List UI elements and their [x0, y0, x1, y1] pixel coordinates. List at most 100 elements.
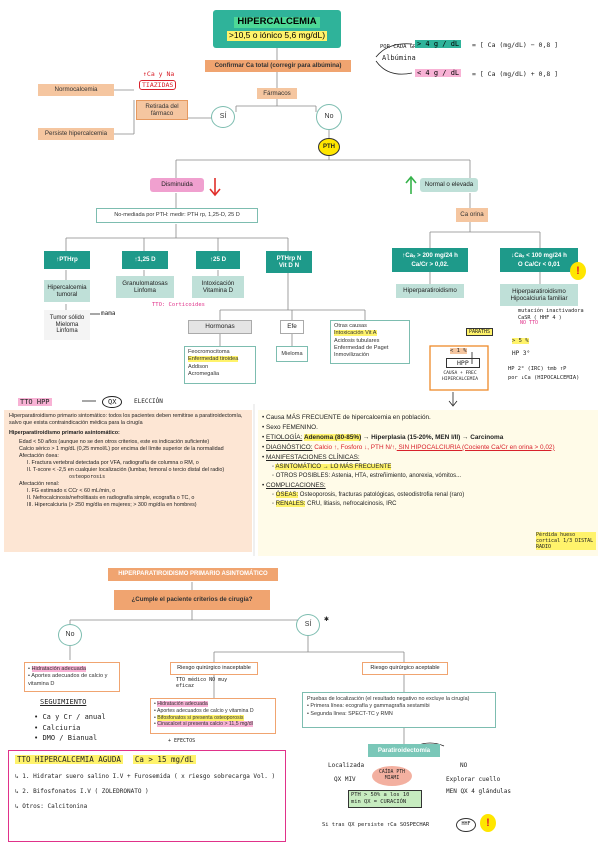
- otras-list: Otras causas Intoxicación Vit A Acidosis…: [330, 320, 410, 364]
- hand-tiazidas: TIAZIDAS: [139, 80, 177, 90]
- aguda-title: TTO HIPERCALCEMIA AGUDA: [15, 755, 123, 764]
- aguda-l3-text: Otros: Calcitonina: [22, 803, 88, 810]
- right-b5b-text: OTROS POSIBLES: Astenia, HTA, estreñimie…: [275, 472, 462, 479]
- hand-pct-5: > 5 %: [512, 338, 529, 344]
- right-b5: • MANIFESTACIONES CLÍNICAS:: [262, 453, 360, 461]
- alert-icon: !: [570, 262, 586, 280]
- ca-low-line2: O Ca/Cr < 0,01: [517, 261, 561, 268]
- pthrp-sub-text: Tumor sólido Mieloma Linfoma: [49, 314, 85, 335]
- aguda-l3: ↳ Otros: Calcitonina: [15, 803, 88, 810]
- hand-hhf-circle: HHF: [456, 818, 476, 832]
- aguda-box: TTO HIPERCALCEMIA AGUDA Ca > 15 mg/dL ↳ …: [8, 750, 286, 842]
- note-i3b-hand: osteoporosis: [69, 474, 106, 481]
- seg-item-text: Calciuria: [42, 723, 81, 732]
- hand-ca-na: ↑Ca y Na: [143, 70, 175, 78]
- right-b5a-text: ASINTOMÁTICO → LO MÁS FRECUENTE: [275, 463, 392, 470]
- title-box: HIPERCALCEMIA >10,5 o iónico 5,6 mg/dL): [213, 10, 341, 48]
- inacept-item-text: Aportes adecuados de calcio y vitamina D: [156, 707, 254, 714]
- inacept-item: • Cinacalcet si presenta calcio > 11,5 m…: [154, 721, 253, 728]
- retirada-box: Retirada del fármaco: [136, 100, 188, 120]
- tto-hpp-qx: QX: [102, 396, 123, 408]
- disminuida-box: Disminuida: [150, 178, 204, 192]
- note-i4: Afectación renal:: [19, 480, 60, 487]
- otras-item: Acidosis tubulares: [334, 337, 380, 344]
- hormona-item-text: Enfermedad tiroidea: [188, 356, 239, 363]
- pruebas-item: • Segunda línea: SPECT-TC y RMN: [307, 710, 393, 717]
- right-b3-adenoma: Adenoma (80-85%): [304, 433, 362, 441]
- ca-low-box: ↓Caₓ < 100 mg/24 h O Ca/Cr < 0,01: [500, 248, 578, 272]
- seg-item: • Calciuria: [34, 723, 81, 732]
- seg-item-text: DMO / Bianual: [42, 734, 98, 742]
- otras-item: Enfermedad de Paget: [334, 344, 389, 351]
- right-b6a-text: Osteoporosis, fracturas patológicas, ost…: [298, 492, 465, 499]
- bottom-no-box: • Hidratación adecuada • Aportes adecuad…: [24, 662, 120, 692]
- bottom-no-item-text: Aportes adecuados de calcio y vitamina D: [28, 673, 108, 687]
- aguda-header: TTO HIPERCALCEMIA AGUDA Ca > 15 mg/dL: [15, 755, 279, 764]
- hand-efectos: + EFECTOS: [168, 738, 196, 744]
- right-b2-text: Sexo FEMENINO.: [266, 423, 318, 431]
- right-b4-label: DIAGNÓSTICO:: [266, 443, 313, 451]
- hand-caida-bubble: CAÍDA PTH MIAMI: [372, 766, 412, 786]
- otras-item-text: Intoxicación Vit A: [334, 330, 377, 337]
- pthrpn-head-text: PTHrp N Vit D N: [276, 254, 302, 269]
- ca-high-line2: Ca/Cr > 0,02.: [411, 261, 449, 268]
- right-notes: • Causa MÁS FRECUENTE de hipercalcemia e…: [258, 410, 598, 556]
- right-b5-text: MANIFESTACIONES CLÍNICAS:: [266, 453, 360, 461]
- hand-pth-curacion: PTH > 50% a los 10 min QX = CURACIÓN: [348, 790, 422, 809]
- pthrp-head: ↑PTHrp: [44, 251, 90, 269]
- pruebas-item: • Primera línea: ecografía y gammagrafía…: [307, 703, 430, 710]
- hormonas-list: Feocromocitoma Enfermedad tiroidea Addis…: [184, 346, 256, 384]
- hand-qx-miv: QX MIV: [334, 776, 356, 783]
- 25d-body: Intoxicación Vitamina D: [192, 276, 244, 298]
- note-i2: Calcio sérico > 1 mg/dL (0,25 mmol/L) po…: [19, 446, 224, 453]
- ca-high-line1: ↑Caₓ > 200 mg/24 h: [402, 251, 458, 259]
- otras-item: Otras causas: [334, 323, 367, 329]
- hormona-item: Addison: [188, 363, 209, 370]
- bottom-no-item: • Hidratación adecuada: [28, 666, 86, 672]
- note-i4a: I. FG estimado ≤ CCr < 60 mL/min, o: [27, 487, 116, 494]
- inacept-item: • Bifosfonatos si presenta osteoporosis: [154, 714, 244, 721]
- hormona-item: Enfermedad tiroidea: [188, 356, 252, 363]
- otras-item: Intoxicación Vit A: [334, 330, 406, 337]
- pruebas-text: Pruebas de localización (el resultado ne…: [307, 696, 470, 702]
- right-b2: • Sexo FEMENINO.: [262, 423, 318, 431]
- bottom-no-item-text: Hidratación adecuada: [31, 666, 86, 672]
- bottom-no-item: • Aportes adecuados de calcio y vitamina…: [28, 673, 108, 687]
- paratiroidectomia-box: Paratiroidectomía: [368, 744, 440, 757]
- seg-item: • DMO / Bianual: [34, 734, 98, 742]
- right-b6b-label: RENALES:: [275, 501, 306, 508]
- confirm-ca-box: Confirmar Ca total (corregir para albúmi…: [205, 60, 351, 72]
- riesgo-acept-box: Riesgo quirúrgico aceptable: [362, 662, 448, 675]
- hormonas-box: Hormonas: [188, 320, 252, 334]
- bottom-no-circle: No: [58, 624, 82, 646]
- inacept-item-text: Hidratación adecuada: [157, 701, 208, 707]
- page-title: HIPERCALCEMIA: [234, 16, 320, 29]
- no-mediada-box: No-mediada por PTH: medir: PTH rp, 1,25-…: [96, 208, 258, 223]
- aguda-l1: ↳ 1. Hidratar suero salino I.V + Furosem…: [15, 773, 276, 780]
- note-i3a: I. Fractura vertebral detectada por VFA,…: [27, 460, 199, 467]
- otras-item: Inmovilización: [334, 352, 370, 359]
- hormona-item: Acromegalia: [188, 370, 220, 377]
- title-subtitle: >10,5 o iónico 5,6 mg/dL): [226, 30, 328, 41]
- hand-seg-list: • Ca y Cr / anual • Calciuria • DMO / Bi…: [34, 712, 106, 744]
- hiperpara-box: Hiperparatiroidismo: [396, 284, 464, 298]
- 125d-body: Granulomatosas Linfoma: [116, 276, 174, 298]
- hand-parath-tag: PARATHS: [466, 328, 494, 336]
- efe-list: Mieloma: [276, 346, 308, 362]
- si-circle: SÍ: [211, 106, 235, 128]
- hand-tto-medico: TTO médico NO muy eficaz: [176, 677, 228, 689]
- inacept-item: • Hidratación adecuada: [154, 701, 208, 707]
- ca-low-line1: ↓Caₓ < 100 mg/24 h: [511, 251, 567, 259]
- aguda-l1-text: 1. Hidratar suero salino I.V + Furosemid…: [22, 773, 276, 780]
- tto-hpp-eleccion: ELECCIÓN: [134, 398, 163, 405]
- right-b4-rest: Calcio ↑, Fosforo ↓, PTH N/↑,: [312, 443, 397, 451]
- inacept-item: • Aportes adecuados de calcio y vitamina…: [154, 707, 254, 714]
- hand-localizada: Localizada: [328, 762, 365, 769]
- hand-mama: mama: [101, 310, 116, 317]
- persiste-box: Persiste hipercalcemia: [38, 128, 114, 140]
- note-i3: Afectación ósea:: [19, 453, 59, 460]
- bottom-question: ¿Cumple el paciente criterios de cirugía…: [114, 590, 270, 610]
- alert-icon-bottom: !: [480, 814, 496, 832]
- right-b3-label: ETIOLOGÍA:: [266, 433, 303, 441]
